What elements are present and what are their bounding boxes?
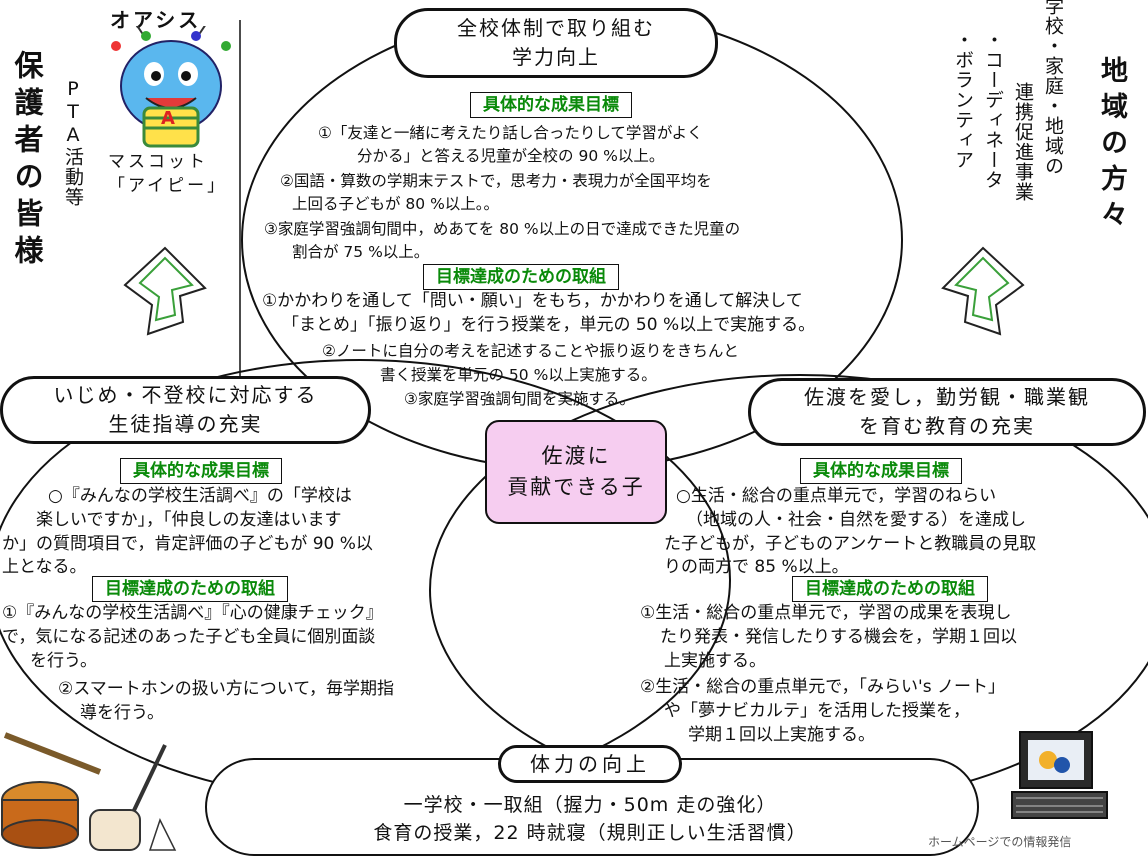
right-actions-label: 目標達成のための取組: [792, 576, 988, 602]
mascot-badge: A: [161, 108, 175, 129]
left-title-line: いじめ・不登校に対応する: [53, 383, 318, 407]
top-goal-line: 割合が 75 %以上。: [292, 243, 430, 261]
right-goals-label: 具体的な成果目標: [800, 458, 962, 484]
right-action-line: たり発表・発信したりする機会を，学期１回以: [660, 627, 1017, 647]
left-action-line: で，気になる記述のあった子ども全員に個別面談: [2, 627, 376, 647]
right-group-line1: 学校・家庭・地域の: [1042, 0, 1064, 176]
computer-illustration: [1011, 731, 1108, 819]
right-action-line: や「夢ナビカルテ」を活用した授業を，: [664, 701, 970, 721]
top-action-line: ①かかわりを通して「問い・願い」をもち，かかわりを通して解決して: [262, 291, 803, 311]
left-group-subtitle: PTA活動等: [62, 78, 84, 207]
left-actions-label: 目標達成のための取組: [92, 576, 288, 602]
top-goal-line: ③家庭学習強調旬間中，めあてを 80 %以上の日で達成できた児童の: [264, 220, 741, 238]
top-goal-line: ②国語・算数の学期末テストで，思考力・表現力が全国平均を: [280, 172, 712, 190]
right-group-line3: ・コーディネータ: [982, 30, 1004, 190]
left-title-line: 生徒指導の充実: [108, 412, 263, 436]
arrow-right-icon: [941, 246, 1025, 336]
right-action-line: ②生活・総合の重点単元で，「みらい's ノート」: [640, 677, 1005, 697]
top-action-line: ③家庭学習強調旬間を実施する。: [404, 390, 635, 408]
right-group-line4: ・ボランティア: [952, 30, 974, 170]
bottom-title: 体力の向上: [498, 745, 682, 783]
bottom-line: 一学校・一取組（握力・50m 走の強化）: [403, 794, 777, 816]
mascot-brand: オアシス: [110, 8, 202, 32]
right-title-line: を育む教育の充実: [859, 414, 1035, 438]
bottom-line: 食育の授業，22 時就寝（規則正しい生活習慣）: [373, 822, 807, 844]
top-title-line: 学力向上: [512, 45, 600, 69]
arrow-left-icon: [123, 246, 207, 336]
left-action-line: ①『みんなの学校生活調べ』『心の健康チェック』: [2, 603, 383, 623]
left-action-line: 導を行う。: [80, 703, 164, 723]
mascot-caption-line: 「アイピー」: [108, 176, 228, 196]
top-goal-line: ①「友達と一緒に考えたり話し合ったりして学習がよく: [318, 124, 703, 142]
left-goal-line: か」の質問項目で，肯定評価の子どもが 90 %以: [2, 534, 373, 554]
top-title-box: 全校体制で取り組む 学力向上: [394, 8, 718, 78]
top-goal-line: 上回る子どもが 80 %以上。。: [292, 195, 500, 213]
footer-caption: ホームページでの情報発信: [928, 835, 1072, 849]
right-goal-line: （地域の人・社会・自然を愛する）を達成し: [686, 510, 1026, 530]
top-goal-line: 分かる」と答える児童が全校の 90 %以上。: [357, 147, 665, 165]
mascot-caption: マスコット 「アイピー」: [108, 150, 227, 198]
instruments-illustration: [1, 732, 177, 851]
center-line: 佐渡に: [541, 443, 611, 468]
left-action-line: を行う。: [30, 651, 97, 671]
right-group-title: 地域の方々: [1096, 56, 1127, 236]
right-action-line: ①生活・総合の重点単元で，学習の成果を表現し: [640, 603, 1012, 623]
left-action-line: ②スマートホンの扱い方について，毎学期指: [58, 679, 395, 699]
top-title-line: 全校体制で取り組む: [457, 16, 655, 40]
top-goals-label: 具体的な成果目標: [470, 92, 632, 118]
bottom-title-text: 体力の向上: [530, 751, 650, 776]
top-action-line: ②ノートに自分の考えを記述することや振り返りをきちんと: [322, 342, 739, 360]
left-goal-line: ○『みんなの学校生活調べ』の「学校は: [48, 486, 352, 506]
left-goals-label: 具体的な成果目標: [120, 458, 282, 484]
top-action-line: 書く授業を単元の 50 %以上実施する。: [380, 366, 657, 384]
right-title-line: 佐渡を愛し，勤労観・職業観: [804, 385, 1090, 409]
mascot-caption-line: マスコット: [108, 152, 208, 172]
left-group-title: 保護者の皆様: [10, 50, 44, 272]
mascot-character: [111, 26, 231, 148]
right-goal-line: りの両方で 85 %以上。: [664, 557, 849, 577]
center-line: 貢献できる子: [507, 475, 645, 499]
right-title-box: 佐渡を愛し，勤労観・職業観 を育む教育の充実: [748, 378, 1146, 446]
right-goal-line: ○生活・総合の重点単元で，学習のねらい: [676, 486, 997, 506]
left-goal-line: 楽しいですか」，「仲良しの友達はいます: [36, 510, 342, 530]
top-actions-label: 目標達成のための取組: [423, 264, 619, 290]
left-title-box: いじめ・不登校に対応する 生徒指導の充実: [0, 376, 371, 444]
center-box: 佐渡に 貢献できる子: [485, 420, 667, 524]
right-group-line2: 連携促進事業: [1012, 82, 1034, 202]
right-action-line: 学期１回以上実施する。: [688, 725, 875, 745]
right-action-line: 上実施する。: [664, 651, 766, 671]
left-goal-line: 上となる。: [2, 557, 87, 577]
right-goal-line: た子どもが，子どものアンケートと教職員の見取: [664, 534, 1037, 554]
top-action-line: 「まとめ」「振り返り」を行う授業を，単元の 50 %以上で実施する。: [282, 315, 816, 335]
mascot: オアシス A マスコット 「アイピー」: [106, 4, 241, 204]
